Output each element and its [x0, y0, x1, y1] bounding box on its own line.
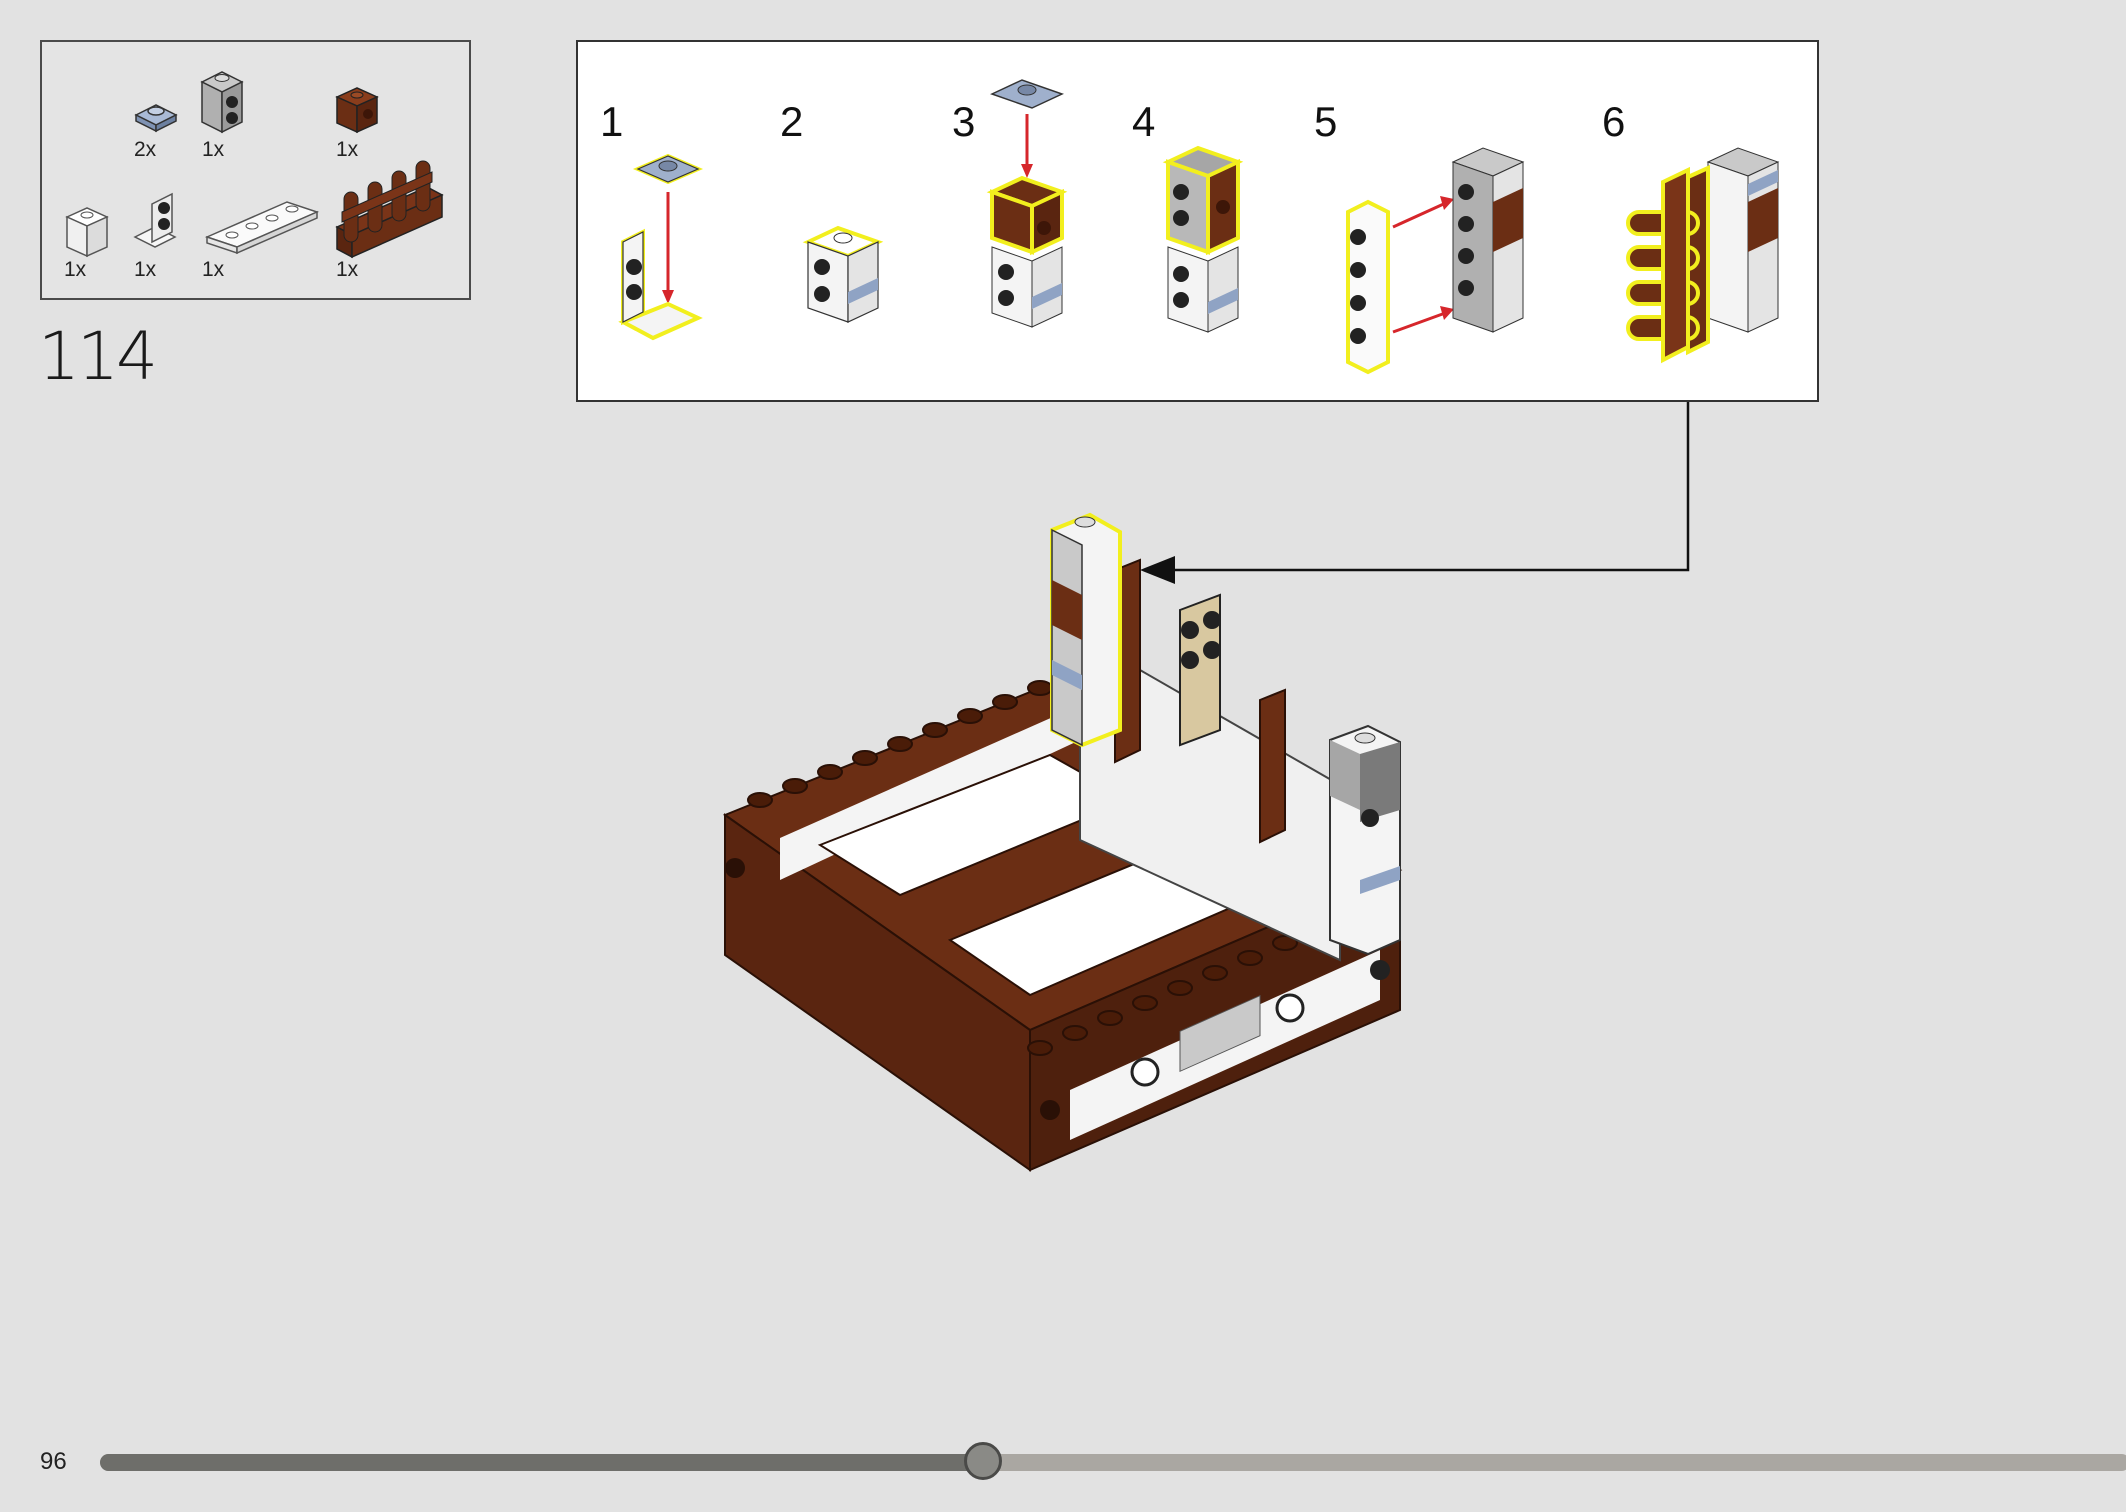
substep-number: 2: [780, 98, 804, 145]
page-progress-slider[interactable]: [100, 1442, 2126, 1480]
parts-list-panel: 2x 1x 1x 1x 1x: [40, 40, 471, 300]
part-bracket-grey: [200, 71, 244, 134]
substep-1-assembly: [618, 153, 704, 341]
part-plate-white-1x4: [204, 201, 320, 255]
part-qty: 1x: [202, 258, 225, 281]
part-qty: 1x: [64, 258, 87, 281]
substep-callout-panel: 1 2 3 4 5 6: [576, 40, 1819, 402]
main-model-illustration: [722, 512, 1403, 1172]
substep-3-assembly: [986, 79, 1068, 328]
substep-number: 1: [600, 98, 624, 145]
progress-fill: [100, 1454, 984, 1471]
substep-6-assembly: [1626, 147, 1780, 364]
part-qty: 2x: [134, 138, 157, 161]
part-qty: 1x: [134, 258, 157, 281]
substep-4-assembly: [1162, 145, 1244, 333]
page-number: 96: [40, 1448, 67, 1475]
part-plate-sand-blue: [134, 104, 178, 133]
progress-slider-handle[interactable]: [964, 1442, 1003, 1480]
substep-number: 6: [1602, 98, 1626, 145]
substep-number: 5: [1314, 98, 1338, 145]
substep-illustrations: [618, 79, 1780, 375]
step-number: 114: [38, 318, 158, 395]
part-qty: 1x: [336, 138, 359, 161]
substep-number: 3: [952, 98, 976, 145]
part-fence-brown: [335, 160, 444, 259]
part-bracket-white: [133, 192, 177, 248]
substep-2-assembly: [802, 225, 884, 323]
substep-number: 4: [1132, 98, 1156, 145]
part-qty: 1x: [336, 258, 359, 281]
part-brick-white: [65, 207, 109, 258]
part-brick-brown: [335, 87, 379, 134]
part-qty: 1x: [202, 138, 225, 161]
substep-5-assembly: [1346, 147, 1525, 375]
